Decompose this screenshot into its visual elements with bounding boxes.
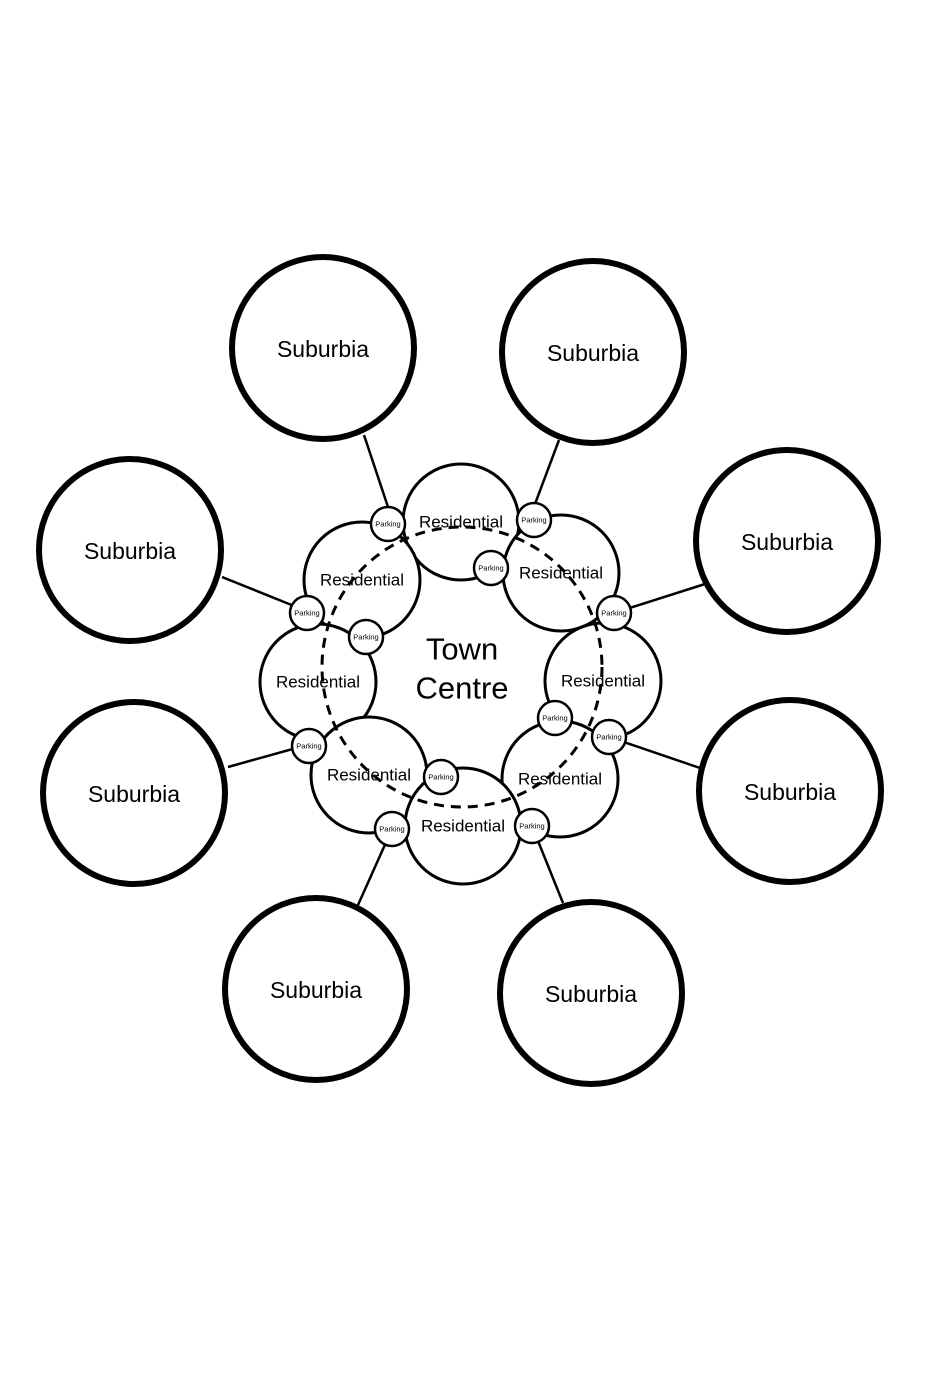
residential-label: Residential <box>561 672 645 691</box>
town-centre-boundary <box>320 525 604 809</box>
parking-node: Parking <box>347 618 385 656</box>
suburbia-label: Suburbia <box>88 781 180 807</box>
residential-label: Residential <box>518 770 602 789</box>
parking-node: Parking <box>373 810 411 848</box>
parking-circles: Parking Parking Parking Parking Parking … <box>288 501 633 848</box>
suburbia-node: Suburbia <box>36 456 224 644</box>
town-centre-label-line1: Town <box>426 632 498 667</box>
suburbia-circles: Suburbia Suburbia Suburbia Suburbia Subu… <box>36 254 884 1087</box>
residential-label: Residential <box>327 766 411 785</box>
parking-label: Parking <box>296 742 321 751</box>
parking-label: Parking <box>521 516 546 525</box>
parking-label: Parking <box>601 609 626 618</box>
residential-label: Residential <box>419 513 503 532</box>
town-centre-label-line2: Centre <box>415 671 508 706</box>
suburbia-node: Suburbia <box>40 699 228 887</box>
suburbia-label: Suburbia <box>84 538 176 564</box>
parking-label: Parking <box>375 520 400 529</box>
residential-label: Residential <box>519 564 603 583</box>
parking-label: Parking <box>596 733 621 742</box>
parking-node: Parking <box>288 594 326 632</box>
residential-label: Residential <box>320 571 404 590</box>
suburbia-label: Suburbia <box>545 981 637 1007</box>
parking-label: Parking <box>519 822 544 831</box>
residential-label: Residential <box>276 673 360 692</box>
parking-node: Parking <box>595 594 633 632</box>
connector-line <box>362 434 390 508</box>
residential-labels: Residential Residential Residential Resi… <box>276 513 645 836</box>
parking-label: Parking <box>478 564 503 573</box>
parking-label: Parking <box>353 633 378 642</box>
parking-label: Parking <box>379 825 404 834</box>
parking-node: Parking <box>290 727 328 765</box>
suburbia-node: Suburbia <box>222 895 410 1083</box>
parking-label: Parking <box>542 714 567 723</box>
parking-label: Parking <box>428 773 453 782</box>
suburbia-label: Suburbia <box>744 779 836 805</box>
suburbia-node: Suburbia <box>696 697 884 885</box>
residential-label: Residential <box>421 817 505 836</box>
parking-node: Parking <box>513 807 551 845</box>
parking-label: Parking <box>294 609 319 618</box>
residential-circles <box>258 462 663 886</box>
parking-node: Parking <box>590 718 628 756</box>
parking-node: Parking <box>369 505 407 543</box>
suburbia-label: Suburbia <box>741 529 833 555</box>
parking-node: Parking <box>536 699 574 737</box>
connector-line <box>221 575 305 612</box>
suburbia-node: Suburbia <box>229 254 417 442</box>
suburbia-node: Suburbia <box>693 447 881 635</box>
town-centre-label: Town Centre <box>415 632 508 706</box>
suburbia-label: Suburbia <box>270 977 362 1003</box>
parking-node: Parking <box>515 501 553 539</box>
connector-line <box>533 439 561 505</box>
parking-node: Parking <box>422 758 460 796</box>
connector-lines <box>221 434 706 906</box>
suburbia-node: Suburbia <box>497 899 685 1087</box>
suburbia-node: Suburbia <box>499 258 687 446</box>
suburbia-label: Suburbia <box>547 340 639 366</box>
parking-node: Parking <box>472 549 510 587</box>
suburbia-label: Suburbia <box>277 336 369 362</box>
